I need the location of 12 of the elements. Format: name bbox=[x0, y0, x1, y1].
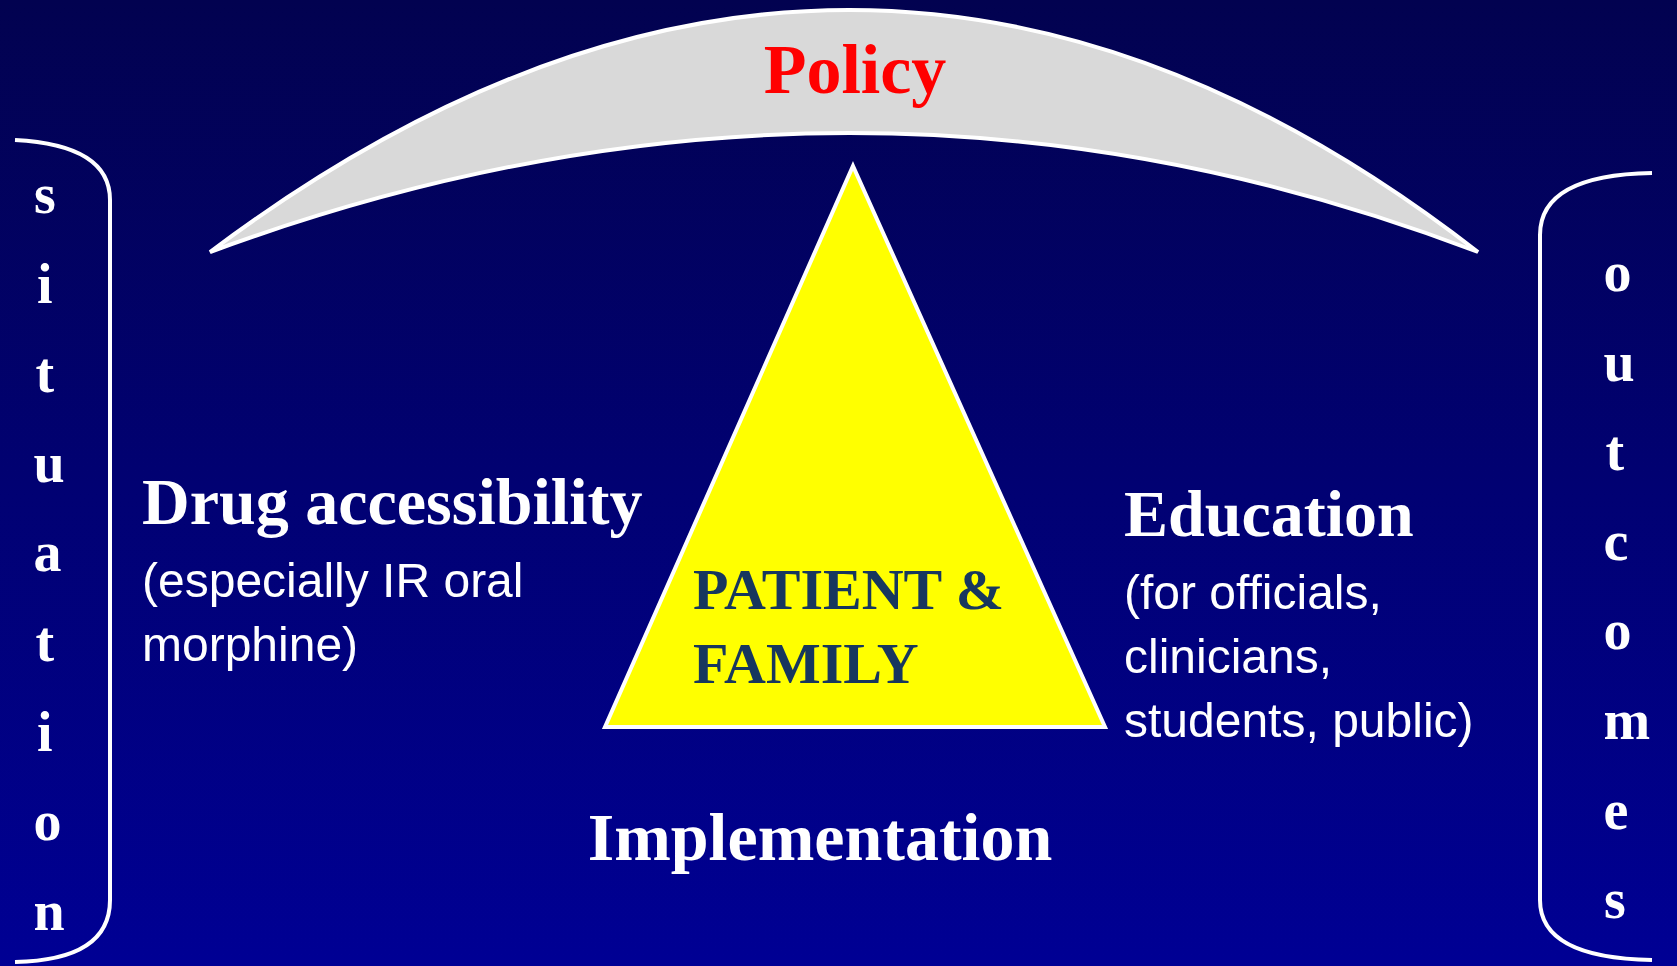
vertical-text: situation bbox=[32, 162, 90, 944]
policy-title: Policy bbox=[762, 30, 948, 110]
left-bracket bbox=[14, 138, 112, 964]
triangle-label: PATIENT & FAMILY bbox=[693, 556, 1005, 698]
description: (especially IR oral morphine) bbox=[142, 553, 525, 673]
vertical-text: outcomes bbox=[1602, 240, 1660, 933]
heading: Implementation bbox=[586, 798, 1054, 877]
heading: Drug accessibility bbox=[142, 464, 644, 540]
description: (for officials, clinicians, students, public) bbox=[1124, 565, 1475, 749]
heading: Education bbox=[1124, 476, 1415, 552]
policy-arc bbox=[208, 8, 1480, 254]
right-bracket bbox=[1538, 171, 1653, 962]
